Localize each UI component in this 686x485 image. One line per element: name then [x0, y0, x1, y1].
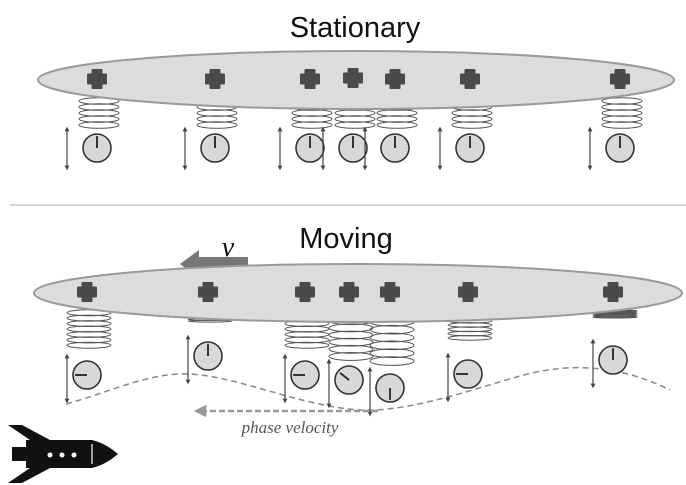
- phase-velocity-label: phase velocity: [241, 418, 339, 437]
- clock-icon: [334, 365, 364, 395]
- spring-coil-icon: [78, 97, 120, 129]
- moving-panel: Moving v phase velocity: [33, 223, 683, 437]
- moving-title: Moving: [299, 223, 393, 255]
- plus-ion-icon: [385, 69, 405, 89]
- moving-ions: [77, 282, 623, 302]
- clock-icon: [375, 373, 405, 403]
- spring-coil-icon: [601, 97, 643, 129]
- plus-ion-icon: [610, 69, 630, 89]
- plus-ion-icon: [380, 282, 400, 302]
- plus-ion-icon: [295, 282, 315, 302]
- plus-ion-icon: [205, 69, 225, 89]
- clock-icon: [453, 359, 483, 389]
- stationary-ions: [87, 68, 630, 89]
- plus-ion-icon: [87, 69, 107, 89]
- clock-icon: [82, 133, 112, 163]
- plus-ion-icon: [198, 282, 218, 302]
- plus-ion-icon: [300, 69, 320, 89]
- plus-ion-icon: [458, 282, 478, 302]
- phase-wave-line: [65, 366, 671, 411]
- plus-ion-icon: [460, 69, 480, 89]
- moving-clocks: [64, 334, 628, 417]
- stationary-title: Stationary: [290, 12, 421, 44]
- clock-icon: [290, 360, 320, 390]
- plus-ion-icon: [339, 282, 359, 302]
- stationary-panel: Stationary: [37, 12, 675, 171]
- spring-coil-icon: [66, 309, 112, 349]
- clock-icon: [605, 133, 635, 163]
- velocity-label: v: [222, 232, 235, 263]
- clock-icon: [455, 133, 485, 163]
- clock-icon: [72, 360, 102, 390]
- plus-ion-icon: [603, 282, 623, 302]
- plus-ion-icon: [343, 68, 363, 88]
- plus-ion-icon: [77, 282, 97, 302]
- clock-icon: [295, 133, 325, 163]
- clock-icon: [193, 341, 223, 371]
- clock-icon: [200, 133, 230, 163]
- rocket-icon: [8, 425, 118, 483]
- clock-icon: [598, 345, 628, 375]
- clock-icon: [380, 133, 410, 163]
- clock-icon: [338, 133, 368, 163]
- stationary-clocks: [64, 126, 635, 171]
